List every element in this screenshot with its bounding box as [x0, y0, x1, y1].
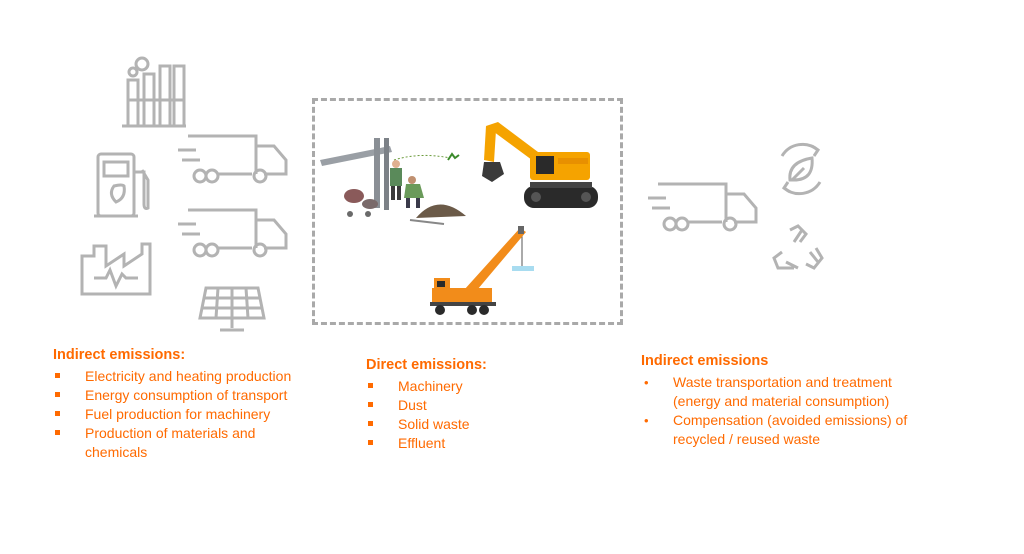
center-heading: Direct emissions: — [366, 357, 487, 373]
left-heading: Indirect emissions: — [53, 347, 186, 363]
excavator-image — [478, 122, 604, 218]
crane-truck-image — [430, 226, 534, 318]
factory-chimney-icon — [118, 56, 188, 132]
list-item: Effluent — [366, 434, 566, 453]
list-item: Electricity and heating production — [53, 367, 323, 386]
direct-emissions-box — [312, 98, 623, 325]
recycle-icon — [772, 224, 824, 272]
right-list: Waste transportation and treatment (ener… — [641, 373, 961, 449]
right-heading: Indirect emissions — [641, 353, 769, 369]
list-item: Solid waste — [366, 415, 566, 434]
center-list: Machinery Dust Solid waste Effluent — [366, 377, 566, 453]
list-item: Dust — [366, 396, 566, 415]
power-plant-icon — [80, 240, 152, 296]
list-item: Machinery — [366, 377, 566, 396]
list-item: Fuel production for machinery — [53, 405, 291, 424]
list-item: Compensation (avoided emissions) of recy… — [641, 411, 945, 449]
list-item: Production of materials and chemicals — [53, 424, 275, 462]
direct-emissions: Direct emissions: Machinery Dust Solid w… — [366, 356, 566, 453]
list-item: Energy consumption of transport — [53, 386, 323, 405]
solar-panel-icon — [198, 286, 266, 334]
construction-workers-image — [320, 138, 470, 230]
right-indirect-emissions: Indirect emissions Waste transportation … — [641, 352, 961, 449]
truck-icon — [178, 204, 290, 262]
left-indirect-emissions: Indirect emissions: Electricity and heat… — [53, 346, 323, 462]
list-item: Waste transportation and treatment (ener… — [641, 373, 931, 411]
truck-icon — [178, 130, 290, 188]
truck-icon — [648, 178, 760, 236]
fuel-pump-icon — [92, 150, 154, 222]
left-list: Electricity and heating production Energ… — [53, 367, 323, 462]
leaf-cycle-icon — [772, 140, 830, 198]
